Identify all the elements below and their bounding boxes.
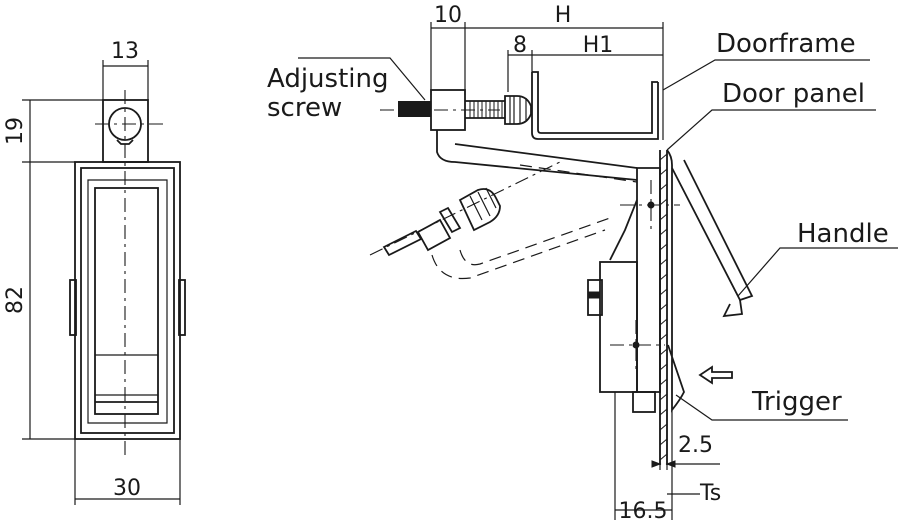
label-adjusting-screw: Adjusting screw [267, 57, 426, 123]
label-doorframe: Doorframe [662, 29, 870, 91]
label-trigger: Trigger [675, 387, 848, 421]
dim-side-16-5-Ts: 16.5 Ts [614, 392, 721, 524]
label-door-panel: Door panel [666, 79, 876, 151]
doorframe-bracket [531, 71, 659, 140]
front-body [69, 161, 186, 440]
dim-H1-text: H1 [583, 33, 614, 58]
handle-open [671, 159, 754, 318]
label-handle: Handle [737, 219, 898, 297]
side-view: 10 H 8 H1 [267, 3, 898, 524]
door-panel-label: Door panel [722, 79, 865, 109]
dim-2-5-text: 2.5 [678, 433, 713, 458]
dim-Ts-text: Ts [699, 481, 721, 506]
dim-8-text: 8 [513, 33, 527, 58]
dim-side-8-H1: 8 H1 [507, 33, 663, 92]
latch-body [587, 167, 680, 413]
dim-front-30: 30 [74, 439, 181, 505]
trigger-label: Trigger [751, 387, 842, 417]
dim-H-text: H [555, 3, 572, 28]
dim-side-2-5: 2.5 [651, 410, 720, 470]
dim-19-text: 19 [3, 117, 28, 145]
adjusting-screw [380, 89, 638, 181]
doorframe-label: Doorframe [716, 29, 856, 59]
dim-16-5-text: 16.5 [619, 499, 668, 524]
dim-front-82: 82 [3, 162, 75, 440]
dim-10-text: 10 [434, 3, 462, 28]
handle-label: Handle [797, 219, 889, 249]
adjusting-screw-label-line2: screw [267, 93, 342, 123]
dim-30-text: 30 [113, 476, 141, 501]
dim-front-13: 13 [102, 39, 149, 100]
front-view: 13 19 82 30 [3, 39, 186, 505]
dim-82-text: 82 [3, 286, 28, 314]
adjusting-screw-label-line1: Adjusting [267, 64, 388, 94]
trigger-arrow [698, 365, 733, 385]
dim-13-text: 13 [111, 39, 139, 64]
dim-side-10-H: 10 H [430, 3, 664, 140]
adjusting-screw-alt-position [369, 161, 638, 280]
dim-front-19: 19 [3, 99, 103, 163]
